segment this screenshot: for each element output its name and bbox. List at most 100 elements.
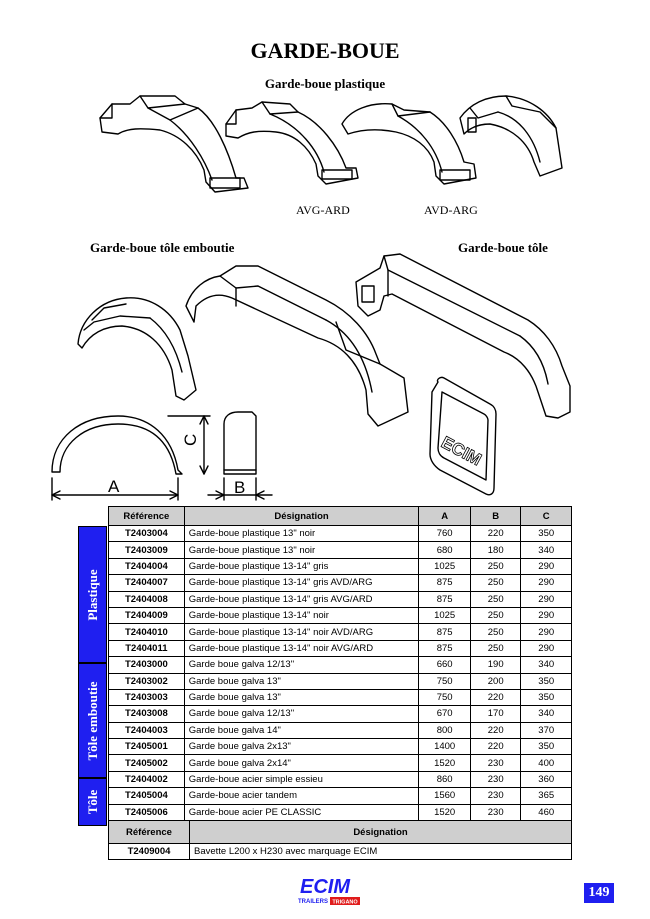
row-a: 1025 <box>418 606 471 625</box>
row-reference: T2404008 <box>108 590 185 608</box>
row-a: 1520 <box>418 803 471 822</box>
bavette-header-row: Référence Désignation <box>108 820 572 845</box>
ecim-logo: ECIM TRAILERS TRIGANO <box>298 876 360 906</box>
header-c: C <box>520 506 572 526</box>
dimension-label-c: C <box>181 434 200 446</box>
bavette-row: T2409004 Bavette L200 x H230 avec marqua… <box>108 843 572 861</box>
bavette-header-reference: Référence <box>108 820 190 845</box>
row-designation: Garde boue galva 14" <box>183 721 420 740</box>
row-c: 290 <box>520 557 572 576</box>
row-a: 1520 <box>418 754 471 772</box>
header-designation: Désignation <box>183 506 420 526</box>
row-a: 680 <box>418 541 471 559</box>
row-c: 460 <box>520 803 572 822</box>
row-designation: Garde-boue acier simple essieu <box>183 770 420 789</box>
row-reference: T2404009 <box>108 606 185 625</box>
row-c: 340 <box>520 705 572 723</box>
logo-text: ECIM <box>300 876 351 898</box>
category-plastique: Plastique <box>78 526 107 663</box>
page-title: GARDE-BOUE <box>250 38 400 63</box>
row-designation: Garde boue galva 13" <box>183 688 420 707</box>
header-a: A <box>418 506 471 526</box>
plastic-fender-1-illustration <box>99 95 249 193</box>
row-reference: T2403009 <box>108 541 185 559</box>
row-b: 230 <box>469 787 522 805</box>
row-c: 340 <box>520 541 572 559</box>
product-illustrations: ECIM A B C <box>51 95 571 501</box>
row-c: 360 <box>520 770 572 789</box>
row-b: 250 <box>469 574 522 592</box>
label-avg-ard: AVG-ARD <box>296 203 350 217</box>
row-b: 170 <box>469 705 522 723</box>
row-b: 220 <box>469 524 522 543</box>
embossed-fender-tandem-illustration <box>185 265 409 427</box>
row-a: 670 <box>418 705 471 723</box>
row-b: 230 <box>469 803 522 822</box>
row-c: 340 <box>520 656 572 674</box>
row-b: 220 <box>469 721 522 740</box>
row-designation: Garde boue galva 2x14" <box>183 754 420 772</box>
label-avd-arg: AVD-ARG <box>424 203 478 217</box>
header-reference: Référence <box>108 506 185 526</box>
row-b: 200 <box>469 672 522 690</box>
flap-brand-text: ECIM <box>438 433 484 470</box>
bavette-designation: Bavette L200 x H230 avec marquage ECIM <box>189 843 572 861</box>
row-a: 760 <box>418 524 471 543</box>
row-c: 350 <box>520 738 572 756</box>
row-designation: Garde boue galva 13" <box>183 672 420 690</box>
row-designation: Garde-boue plastique 13" noir <box>183 524 420 543</box>
row-c: 290 <box>520 606 572 625</box>
row-a: 750 <box>418 672 471 690</box>
row-a: 875 <box>418 574 471 592</box>
logo-tag-text: TRIGANO <box>332 900 358 906</box>
row-designation: Garde-boue plastique 13-14" gris <box>183 557 420 576</box>
row-reference: T2404007 <box>108 574 185 592</box>
row-b: 190 <box>469 656 522 674</box>
row-b: 180 <box>469 541 522 559</box>
row-a: 875 <box>418 639 471 658</box>
dimension-profile-drawing <box>51 411 273 501</box>
row-c: 290 <box>520 590 572 608</box>
row-reference: T2403000 <box>108 656 185 674</box>
row-reference: T2405006 <box>108 803 185 822</box>
row-a: 1400 <box>418 738 471 756</box>
row-a: 660 <box>418 656 471 674</box>
mud-flap-illustration <box>429 376 497 496</box>
row-reference: T2404011 <box>108 639 185 658</box>
row-reference: T2405001 <box>108 738 185 756</box>
category-tole: Tôle <box>78 778 107 826</box>
row-reference: T2403002 <box>108 672 185 690</box>
subtitle-tole-emboutie: Garde-boue tôle emboutie <box>90 240 235 255</box>
row-reference: T2405002 <box>108 754 185 772</box>
row-a: 875 <box>418 623 471 641</box>
dimension-label-b: B <box>234 478 245 497</box>
row-reference: T2403004 <box>108 524 185 543</box>
header-b: B <box>469 506 522 526</box>
row-c: 400 <box>520 754 572 772</box>
row-designation: Garde-boue plastique 13-14" gris AVG/ARD <box>183 590 420 608</box>
row-reference: T2404002 <box>108 770 185 789</box>
bavette-header-designation: Désignation <box>189 820 572 845</box>
row-reference: T2404004 <box>108 557 185 576</box>
embossed-fender-single-illustration <box>77 297 197 401</box>
row-a: 1560 <box>418 787 471 805</box>
row-reference: T2404010 <box>108 623 185 641</box>
row-designation: Garde-boue plastique 13" noir <box>183 541 420 559</box>
row-c: 350 <box>520 672 572 690</box>
row-b: 250 <box>469 639 522 658</box>
row-b: 250 <box>469 606 522 625</box>
row-c: 350 <box>520 524 572 543</box>
